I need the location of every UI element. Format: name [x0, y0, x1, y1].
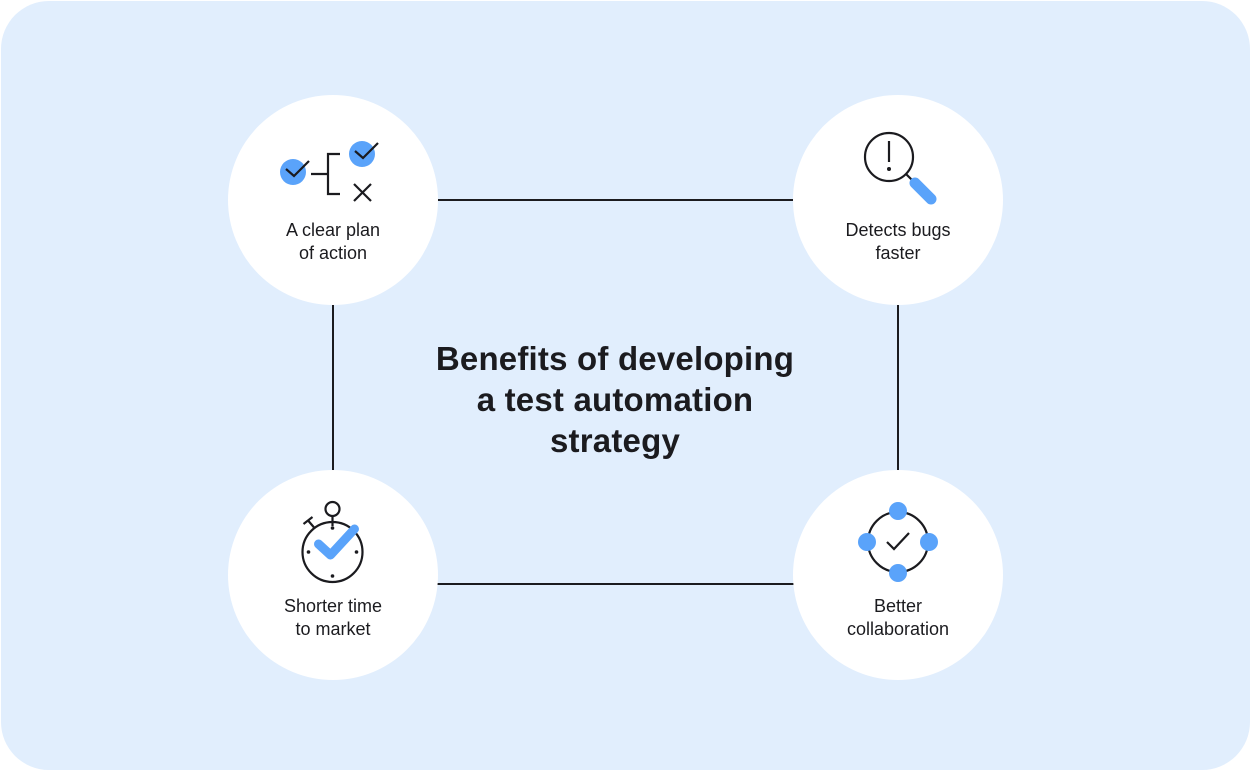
connector-right	[897, 303, 899, 473]
decision-tree-check-icon	[280, 141, 379, 202]
node-label: Detects bugs faster	[845, 220, 951, 263]
node-shorter-time: Shorter time to market	[228, 470, 438, 680]
connector-bottom	[436, 583, 796, 585]
connector-top	[436, 199, 796, 201]
diagram-title: Benefits of developing a test automation…	[435, 340, 795, 459]
collaboration-check-icon	[858, 502, 938, 582]
stopwatch-check-icon	[301, 500, 364, 584]
node-label: A clear plan of action	[285, 220, 381, 263]
connector-left	[332, 303, 334, 473]
node-clear-plan: A clear plan of action	[228, 95, 438, 305]
magnifier-alert-icon	[863, 131, 937, 205]
node-label: Better collaboration	[846, 596, 950, 639]
node-label: Shorter time to market	[283, 596, 383, 639]
node-better-collaboration: Better collaboration	[793, 470, 1003, 680]
node-detects-bugs: Detects bugs faster	[793, 95, 1003, 305]
